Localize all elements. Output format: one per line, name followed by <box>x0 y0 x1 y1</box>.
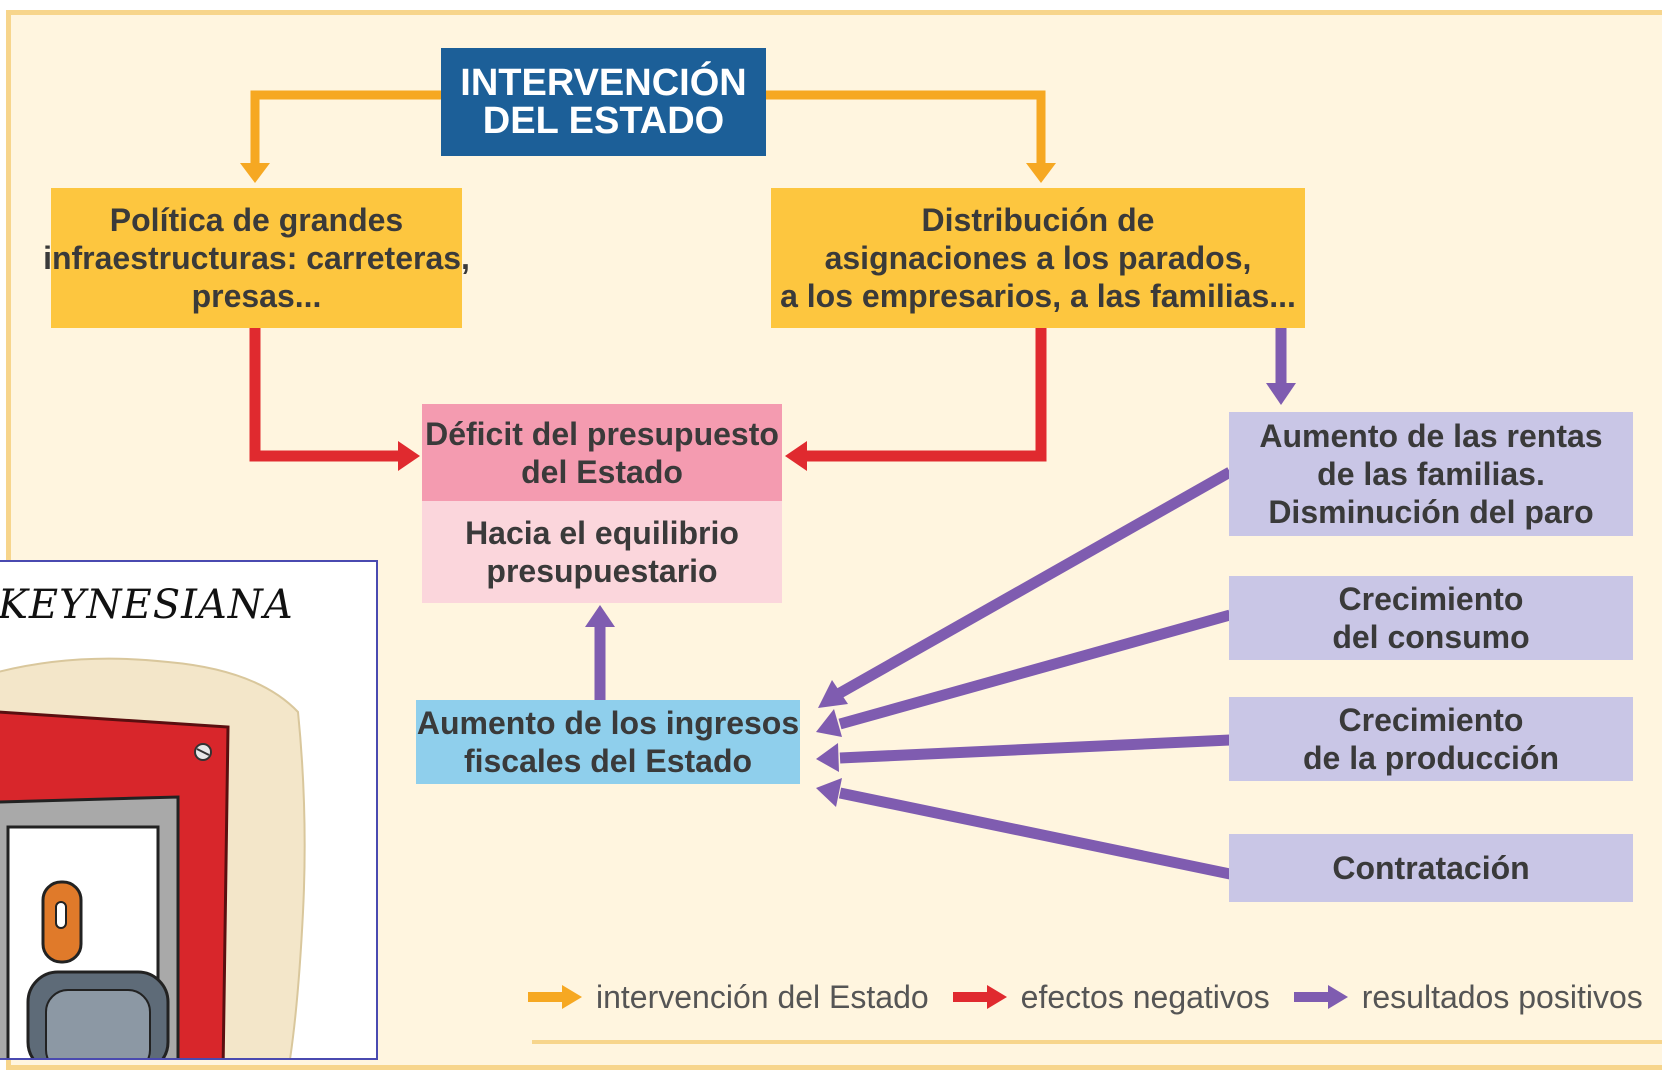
box-aumento-rentas: Aumento de las rentas de las familias. D… <box>1229 412 1633 536</box>
rentas-line-3: Disminución del paro <box>1268 494 1594 530</box>
consumo-line-2: del consumo <box>1332 619 1530 655</box>
arrow-rentas-to-ingresos <box>837 467 1233 698</box>
arrowhead-orange-left <box>240 163 270 183</box>
title-box-intervencion: INTERVENCIÓN DEL ESTADO <box>441 48 766 156</box>
title-line-1: INTERVENCIÓN <box>460 62 747 104</box>
infra-line-1: Política de grandes <box>109 202 404 238</box>
legend: intervención del Estado efectos negativo… <box>528 972 1643 1022</box>
box-crecimiento-consumo: Crecimiento del consumo <box>1229 576 1633 660</box>
legend-divider <box>532 1040 1662 1044</box>
arrow-intervencion-to-distribucion <box>765 90 1046 165</box>
arrowhead-red-right <box>785 441 807 471</box>
legend-red-arrow-icon <box>952 985 1007 1009</box>
distribucion-line-2: asignaciones a los parados, <box>824 240 1252 276</box>
legend-label-positivos: resultados positivos <box>1361 978 1643 1015</box>
equilibrio-line-1: Hacia el equilibrio <box>465 515 739 551</box>
arrowhead-purple-fan-2 <box>816 709 842 737</box>
arrow-infraestructuras-to-deficit <box>249 327 400 462</box>
legend-purple-arrow-icon <box>1293 985 1348 1009</box>
distribucion-line-1: Distribución de <box>921 202 1155 238</box>
ingresos-line-2: fiscales del Estado <box>463 743 753 779</box>
inset-title: KEYNESIANA <box>0 582 294 628</box>
arrows-layer <box>240 90 1296 880</box>
consumo-line-1: Crecimiento <box>1338 581 1524 617</box>
rentas-line-2: de las familias. <box>1317 456 1545 492</box>
deficit-line-1: Déficit del presupuesto <box>425 415 779 452</box>
keynesiana-inset: KEYNESIANA <box>0 560 378 1060</box>
arrowhead-purple-fan-4 <box>816 778 842 807</box>
rentas-line-1: Aumento de las rentas <box>1259 418 1603 454</box>
fire-extinguisher-cabinet-illustration <box>0 657 306 1058</box>
legend-label-negativos: efectos negativos <box>1020 978 1270 1015</box>
distribucion-line-3: a los empresarios, a las familias... <box>780 278 1296 314</box>
box-crecimiento-produccion: Crecimiento de la producción <box>1229 697 1633 781</box>
legend-label-intervencion: intervención del Estado <box>596 978 929 1015</box>
produccion-line-2: de la producción <box>1302 740 1560 776</box>
box-aumento-ingresos: Aumento de los ingresos fiscales del Est… <box>416 700 800 784</box>
box-distribucion-asignaciones: Distribución de asignaciones a los parad… <box>771 188 1305 328</box>
legend-item-negativos: efectos negativos <box>952 978 1270 1016</box>
box-politica-infraestructuras: Política de grandes infraestructuras: ca… <box>43 188 470 328</box>
arrowhead-purple-fan-1 <box>818 680 848 708</box>
legend-item-intervencion: intervención del Estado <box>528 979 929 1016</box>
arrowhead-purple-up <box>585 605 615 627</box>
arrow-contratacion-to-ingresos <box>838 787 1232 880</box>
legend-orange-arrow-icon <box>528 985 582 1009</box>
infra-line-2: infraestructuras: carreteras, <box>43 240 470 276</box>
ingresos-line-1: Aumento de los ingresos <box>416 705 800 741</box>
arrowhead-purple-fan-3 <box>816 743 839 772</box>
box-contratacion: Contratación <box>1229 834 1633 902</box>
arrowhead-orange-right <box>1026 163 1056 183</box>
produccion-line-1: Crecimiento <box>1338 702 1524 738</box>
diagram-canvas: INTERVENCIÓN DEL ESTADO Política de gran… <box>0 10 1662 1070</box>
arrowhead-purple-rentas <box>1266 383 1296 405</box>
infra-line-3: presas... <box>191 278 322 314</box>
arrow-intervencion-to-infraestructuras <box>250 90 442 165</box>
equilibrio-line-2: presupuestario <box>486 553 718 589</box>
box-deficit-presupuesto: Déficit del presupuesto del Estado <box>422 404 782 501</box>
arrowhead-red-left <box>398 441 420 471</box>
deficit-line-2: del Estado <box>521 453 683 490</box>
title-line-2: DEL ESTADO <box>482 100 725 142</box>
contratacion-line-1: Contratación <box>1332 850 1530 886</box>
arrow-distribucion-to-deficit <box>805 327 1047 462</box>
box-hacia-equilibrio: Hacia el equilibrio presupuestario <box>422 501 782 603</box>
arrow-produccion-to-ingresos <box>839 734 1231 764</box>
legend-item-positivos: resultados positivos <box>1293 978 1643 1016</box>
arrow-consumo-to-ingresos <box>838 609 1232 730</box>
